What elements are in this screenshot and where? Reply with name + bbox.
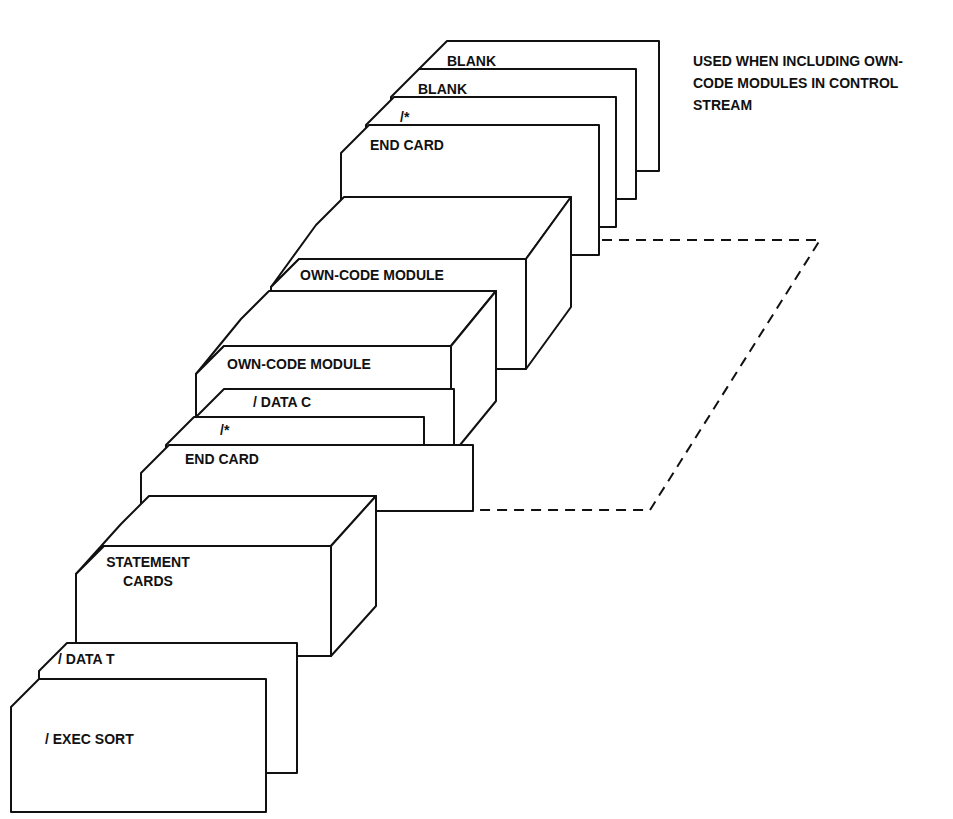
card-text: / EXEC SORT <box>45 730 134 749</box>
deck-side <box>526 197 571 369</box>
note-box: USED WHEN INCLUDING OWN-CODE MODULES IN … <box>693 50 908 116</box>
deck-side <box>331 496 376 656</box>
card-text: STATEMENT CARDS <box>88 553 208 591</box>
card-face <box>11 679 266 812</box>
annotation: USED WHEN INCLUDING OWN-CODE MODULES IN … <box>693 50 908 116</box>
card-text: / DATA T <box>58 650 115 669</box>
deck-side <box>451 291 496 456</box>
punched-card: / EXEC SORT <box>10 678 267 813</box>
card-text: END CARD <box>185 450 259 469</box>
card-text: OWN-CODE MODULE <box>227 355 371 374</box>
card-text: END CARD <box>370 136 444 155</box>
card-text: OWN-CODE MODULE <box>300 266 444 285</box>
card-face <box>76 546 331 656</box>
card-deck: STATEMENT CARDS <box>75 495 377 657</box>
deck-outline <box>75 495 377 657</box>
card-text: / DATA C <box>253 393 311 412</box>
card-text: /* <box>220 421 229 440</box>
